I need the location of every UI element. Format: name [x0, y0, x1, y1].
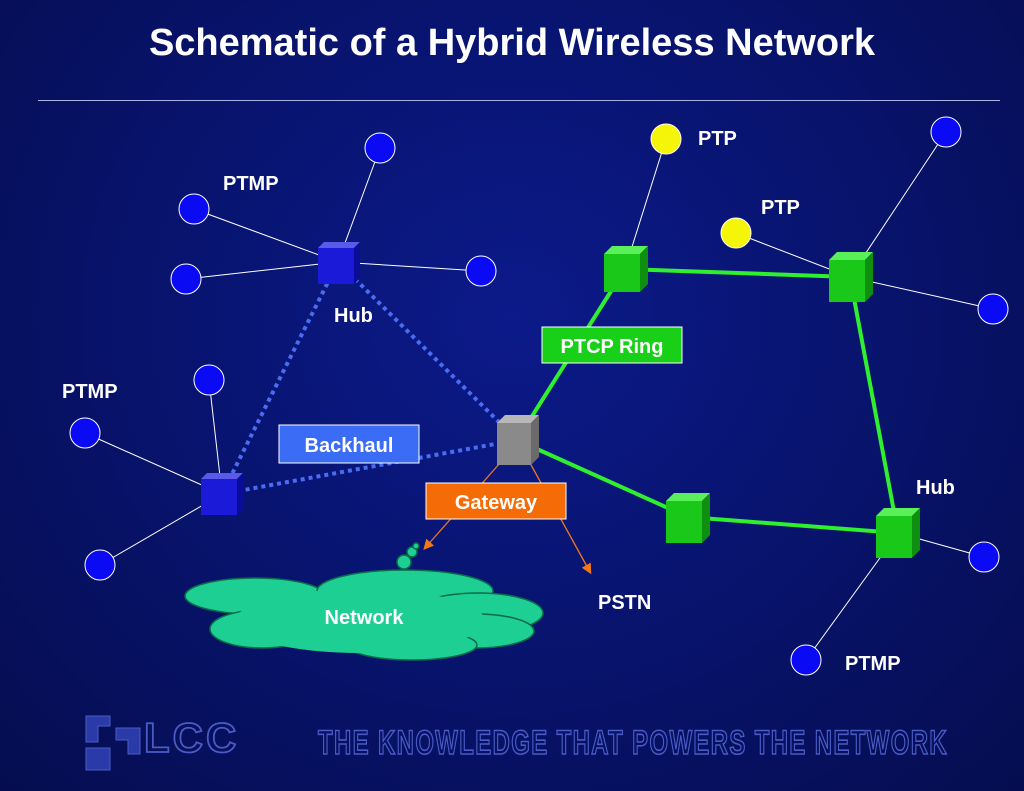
endpoint-node [193, 364, 225, 396]
hub-node-left [201, 473, 243, 515]
hub-node-top [318, 242, 360, 284]
spokes-hub-left [84, 379, 223, 566]
endpoint-node [465, 255, 497, 287]
ptcp-ring-links [515, 267, 900, 535]
ring-node [666, 493, 710, 543]
gateway-box [425, 482, 567, 520]
endpoint-nodes [69, 116, 1009, 676]
endpoint-node [69, 417, 101, 449]
logo-text: LCC [144, 714, 239, 761]
endpoint-node [178, 193, 210, 225]
backhaul-box [278, 424, 420, 464]
ptp-nodes [650, 123, 752, 249]
gateway-node [497, 415, 539, 465]
title-divider [38, 100, 1000, 101]
ptp-node [720, 217, 752, 249]
ring-node [604, 246, 648, 292]
page-title: Schematic of a Hybrid Wireless Network [148, 22, 876, 64]
spokes-right [624, 131, 994, 661]
label-network: Network [325, 607, 405, 629]
backhaul-links [220, 260, 519, 496]
label-ptp-mid: PTP [761, 197, 800, 219]
label-ptmp-left: PTMP [62, 381, 118, 403]
ring-node [829, 252, 873, 302]
network-cloud [184, 542, 544, 661]
label-hub-right: Hub [916, 477, 955, 499]
lcc-logo: LCC [85, 713, 239, 771]
hub-node-right [876, 508, 920, 558]
label-ptmp-bottom-right: PTMP [845, 653, 901, 675]
label-ptmp-top-left: PTMP [223, 173, 279, 195]
ptp-node [650, 123, 682, 155]
endpoint-node [364, 132, 396, 164]
endpoint-node [790, 644, 822, 676]
ptcp-ring-box [541, 326, 683, 364]
endpoint-node [977, 293, 1009, 325]
label-backhaul: Backhaul [305, 435, 394, 457]
footer-tagline: THE KNOWLEDGE THAT POWERS THE NETWORK [318, 724, 948, 762]
label-hub-top: Hub [334, 305, 373, 327]
spokes-hub-top [185, 147, 482, 280]
endpoint-node [170, 263, 202, 295]
label-ptp-top: PTP [698, 128, 737, 150]
label-gateway: Gateway [455, 492, 538, 514]
endpoint-node [930, 116, 962, 148]
label-pstn: PSTN [598, 592, 651, 614]
label-ptcp-ring: PTCP Ring [561, 336, 664, 358]
endpoint-node [84, 549, 116, 581]
endpoint-node [968, 541, 1000, 573]
